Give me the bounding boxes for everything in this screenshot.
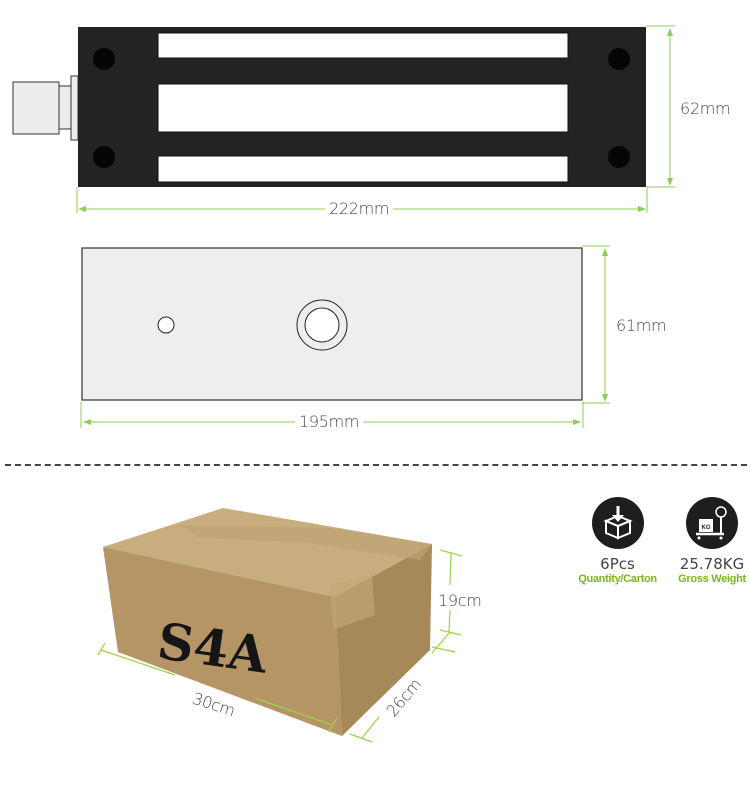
armature-plate-drawing: [80, 245, 610, 428]
weight-value: 25.78KG: [679, 555, 745, 573]
weight-caption: Gross Weight: [678, 573, 746, 585]
lock-height-label: 62mm: [676, 99, 735, 118]
quantity-caption: Quantity/Carton: [578, 573, 657, 585]
plate-height-label: 61mm: [612, 316, 671, 335]
section-divider: [5, 464, 747, 466]
lock-width-label: 222mm: [325, 199, 394, 218]
scale-icon: KG: [686, 497, 738, 549]
carton-height-label: 19cm: [438, 591, 482, 610]
plate-width-label: 195mm: [295, 412, 364, 431]
quantity-value: 6Pcs: [600, 555, 635, 573]
lock-top-view-drawing: [12, 25, 675, 213]
stat-quantity: 6Pcs Quantity/Carton: [570, 497, 665, 585]
box-icon: [591, 497, 644, 549]
svg-text:KG: KG: [702, 525, 711, 531]
carton-illustration: S4A: [97, 508, 463, 743]
stat-weight: KG 25.78KG Gross Weight: [668, 497, 750, 585]
